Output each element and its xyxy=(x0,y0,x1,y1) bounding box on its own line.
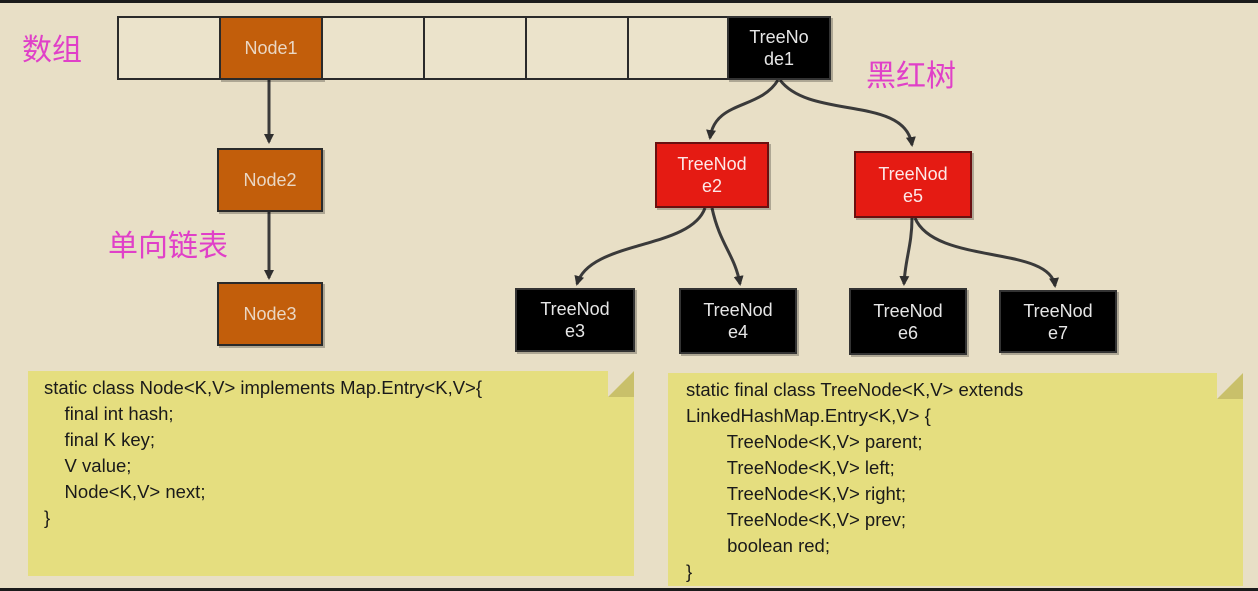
treenode7: TreeNod e7 xyxy=(999,290,1117,353)
treenode2: TreeNod e2 xyxy=(655,142,769,208)
array-label: 数组 xyxy=(22,33,82,68)
treenode5-label: TreeNod e5 xyxy=(878,163,948,206)
treenode7-label: TreeNod e7 xyxy=(1023,300,1093,343)
node3-label: Node3 xyxy=(243,304,297,324)
treenode4-label: TreeNod e4 xyxy=(703,300,773,342)
node2-label: Node2 xyxy=(243,170,297,190)
edge-treenode2-treenode4 xyxy=(710,207,744,286)
edge-treenode5-treenode7 xyxy=(913,217,1059,288)
treenode5: TreeNod e5 xyxy=(854,151,972,218)
rbtree-label: 黑红树 xyxy=(866,59,956,94)
treenode3: TreeNod e3 xyxy=(515,288,635,352)
linked-list-label: 单向链表 xyxy=(108,229,228,264)
array-cell-4 xyxy=(525,16,629,80)
edge-treenode1-treenode2 xyxy=(706,79,780,140)
note-fold xyxy=(608,371,634,397)
array-cell-5 xyxy=(627,16,731,80)
node1-label: Node1 xyxy=(244,38,298,58)
treenode4: TreeNod e4 xyxy=(679,288,797,354)
treenode-class-code: static final class TreeNode<K,V> extends… xyxy=(686,379,1024,582)
edge-treenode2-treenode3 xyxy=(574,207,707,286)
array-cell-2 xyxy=(321,16,425,80)
node-class-code: static class Node<K,V> implements Map.En… xyxy=(44,377,483,528)
node2: Node2 xyxy=(217,148,323,212)
treenode1-label: TreeNo de1 xyxy=(749,27,809,69)
treenode2-label: TreeNod e2 xyxy=(677,154,747,196)
treenode6: TreeNod e6 xyxy=(849,288,967,355)
edge-treenode1-treenode5 xyxy=(778,79,916,147)
note-fold xyxy=(1217,373,1243,399)
treenode3-label: TreeNod e3 xyxy=(540,299,610,341)
node3: Node3 xyxy=(217,282,323,346)
array-cell-0 xyxy=(117,16,221,80)
array-cell-treenode1: TreeNo de1 xyxy=(727,16,831,80)
top-border xyxy=(0,0,1258,3)
array-cell-3 xyxy=(423,16,527,80)
treenode6-label: TreeNod e6 xyxy=(873,300,943,343)
edge-treenode5-treenode6 xyxy=(899,217,914,286)
array-cell-node1: Node1 xyxy=(219,16,323,80)
treenode-class-note: static final class TreeNode<K,V> extends… xyxy=(668,373,1243,586)
node-class-note: static class Node<K,V> implements Map.En… xyxy=(28,371,634,576)
bottom-border xyxy=(0,588,1258,591)
